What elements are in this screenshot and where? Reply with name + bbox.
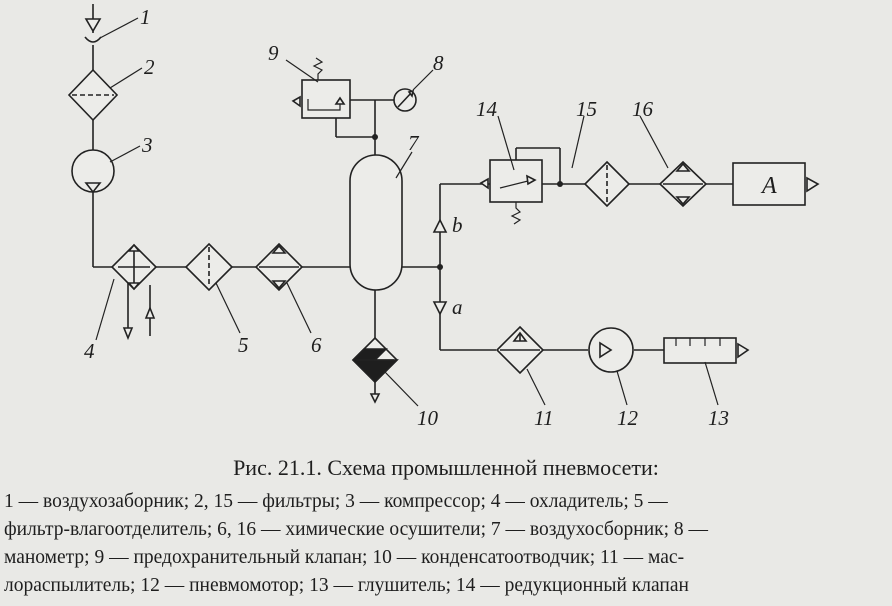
label-14: 14 bbox=[476, 97, 498, 121]
pneumatic-motor-symbol bbox=[588, 327, 634, 373]
label-2: 2 bbox=[144, 55, 155, 79]
label-8: 8 bbox=[433, 51, 444, 75]
legend-line: манометр; 9 — предохранительный клапан; … bbox=[4, 547, 685, 568]
leader-lines bbox=[95, 17, 719, 407]
air-intake-symbol bbox=[84, 18, 102, 43]
safety-valve-symbol bbox=[291, 57, 351, 119]
label-4: 4 bbox=[84, 339, 95, 363]
label-branch-a: a bbox=[452, 295, 463, 319]
label-9: 9 bbox=[268, 41, 279, 65]
label-7: 7 bbox=[408, 131, 420, 155]
legend-line: 1 — воздухозаборник; 2, 15 — фильтры; 3 … bbox=[4, 491, 668, 512]
label-branch-b: b bbox=[452, 213, 463, 237]
legend-line: лораспылитель; 12 — пневмомотор; 13 — гл… bbox=[4, 575, 689, 596]
silencer-symbol bbox=[663, 337, 750, 364]
label-3: 3 bbox=[141, 133, 153, 157]
label-6: 6 bbox=[311, 333, 322, 357]
figure-legend: 1 — воздухозаборник; 2, 15 — фильтры; 3 … bbox=[4, 488, 888, 600]
filter-2-symbol bbox=[67, 68, 119, 122]
junction-dot bbox=[437, 264, 443, 270]
label-consumer-a: A bbox=[760, 173, 777, 199]
flow-arrow-b bbox=[432, 218, 448, 233]
consumer-a-symbol bbox=[732, 162, 820, 206]
chemical-dryer-6-symbol bbox=[254, 242, 304, 292]
filter-15-symbol bbox=[583, 160, 631, 208]
label-11: 11 bbox=[534, 406, 553, 430]
label-13: 13 bbox=[708, 406, 729, 430]
label-5: 5 bbox=[238, 333, 249, 357]
condensate-drain-symbol bbox=[351, 336, 399, 404]
pipelines bbox=[92, 4, 733, 398]
pneumatic-network-diagram: 1 2 3 4 5 6 7 8 9 10 14 15 16 11 12 13 b… bbox=[67, 4, 820, 430]
filter-separator-symbol bbox=[184, 242, 234, 292]
lubricator-symbol bbox=[495, 325, 545, 375]
figure-caption: Рис. 21.1. Схема промышленной пневмосети… bbox=[233, 455, 659, 480]
flow-arrow-a bbox=[432, 301, 448, 316]
label-1: 1 bbox=[140, 5, 151, 29]
label-15: 15 bbox=[576, 97, 597, 121]
junction-dot bbox=[372, 134, 378, 140]
component-labels: 1 2 3 4 5 6 7 8 9 10 14 15 16 11 12 13 b… bbox=[84, 5, 777, 430]
cooler-symbol bbox=[110, 243, 158, 341]
label-16: 16 bbox=[632, 97, 654, 121]
pressure-gauge-symbol bbox=[393, 88, 417, 112]
label-12: 12 bbox=[617, 406, 639, 430]
air-receiver-symbol bbox=[349, 154, 403, 291]
chemical-dryer-16-symbol bbox=[658, 160, 708, 208]
junction-dot bbox=[557, 181, 563, 187]
label-10: 10 bbox=[417, 406, 439, 430]
legend-line: фильтр-влагоотделитель; 6, 16 — химическ… bbox=[4, 519, 709, 540]
compressor-symbol bbox=[71, 149, 115, 194]
reducing-valve-symbol bbox=[479, 159, 543, 225]
